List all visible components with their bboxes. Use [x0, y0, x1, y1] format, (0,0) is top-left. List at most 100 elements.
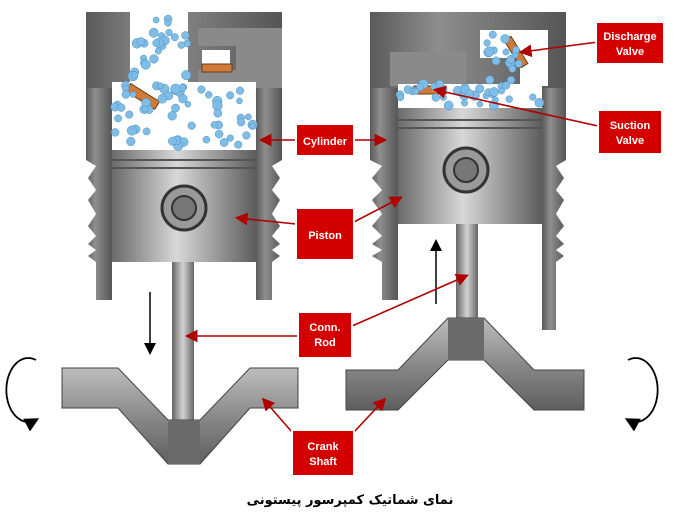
gas-bubble — [505, 95, 513, 103]
gas-bubble — [412, 87, 420, 95]
gas-bubble — [484, 46, 495, 57]
gas-bubble — [152, 16, 160, 24]
gas-bubble — [121, 90, 131, 99]
gas-bubbles — [110, 14, 545, 151]
svg-text:Crank: Crank — [307, 441, 339, 453]
gas-bubble — [181, 31, 190, 40]
left-discharge-valve — [201, 63, 233, 73]
gas-bubble — [508, 64, 517, 73]
gas-bubble — [156, 82, 164, 90]
gas-bubble — [443, 100, 454, 111]
gas-bubble — [475, 84, 485, 94]
gas-bubble — [152, 39, 160, 47]
svg-text:Shaft: Shaft — [309, 456, 337, 468]
gas-bubble — [126, 136, 136, 147]
gas-bubble — [502, 48, 510, 56]
gas-bubble — [178, 94, 188, 104]
svg-text:Valve: Valve — [616, 135, 644, 147]
gas-bubble — [461, 99, 468, 107]
label-suction-valve: Suction Valve — [597, 109, 663, 155]
gas-bubble — [126, 125, 137, 136]
gas-bubble — [234, 140, 243, 149]
gas-bubble — [249, 122, 257, 130]
gas-bubble — [514, 59, 523, 68]
label-conn-rod: Conn. Rod — [297, 311, 353, 359]
gas-bubble — [489, 87, 499, 97]
gas-bubble — [171, 103, 180, 113]
gas-bubble — [244, 113, 252, 121]
gas-bubble — [500, 34, 510, 44]
gas-bubble — [488, 30, 497, 39]
gas-bubble — [202, 135, 211, 144]
gas-bubble — [431, 93, 440, 102]
gas-bubble — [213, 108, 223, 118]
gas-bubble — [181, 70, 192, 81]
gas-bubble — [142, 127, 151, 136]
svg-text:Piston: Piston — [308, 230, 342, 242]
left-compressor — [5, 12, 299, 465]
gas-bubble — [440, 94, 447, 101]
gas-bubble — [435, 79, 444, 89]
gas-bubble — [476, 100, 484, 108]
gas-bubble — [167, 111, 177, 121]
gas-bubble — [125, 110, 134, 119]
gas-bubble — [498, 87, 505, 95]
gas-bubble — [491, 56, 501, 66]
gas-bubble — [485, 75, 495, 85]
gas-bubble — [512, 46, 520, 54]
gas-bubble — [148, 27, 159, 38]
label-crank-shaft: Crank Shaft — [291, 429, 355, 477]
svg-text:Cylinder: Cylinder — [303, 136, 348, 148]
gas-bubble — [397, 94, 404, 102]
left-cylinder-wall — [86, 88, 112, 300]
gas-bubble — [177, 41, 186, 49]
label-piston: Piston — [295, 207, 355, 261]
pointer-lines — [184, 41, 599, 433]
gas-bubble — [129, 91, 137, 98]
gas-bubble — [184, 100, 192, 108]
gas-bubble — [235, 86, 245, 95]
gas-bubble — [149, 54, 159, 64]
gas-bubble — [219, 138, 229, 147]
gas-bubble — [157, 94, 168, 104]
gas-bubble — [168, 136, 177, 146]
gas-bubble — [130, 71, 139, 79]
diagram-caption: نمای شماتیک کمپرسور پیستونی — [246, 493, 454, 508]
right-cylinder-wall — [370, 88, 398, 300]
gas-bubble — [165, 28, 173, 37]
label-cylinder: Cylinder — [295, 123, 355, 157]
gas-bubble — [210, 121, 219, 129]
svg-text:Rod: Rod — [314, 337, 335, 349]
gas-bubble — [136, 37, 146, 47]
gas-bubble — [140, 59, 151, 70]
right-compressor — [345, 12, 659, 432]
gas-bubble — [501, 81, 511, 90]
gas-bubble — [197, 85, 206, 94]
gas-bubble — [114, 114, 122, 123]
gas-bubble — [111, 128, 120, 137]
gas-bubble — [141, 105, 149, 113]
right-connecting-rod — [456, 224, 478, 324]
gas-bubble — [237, 118, 246, 127]
gas-bubble — [164, 19, 172, 27]
gas-bubble — [214, 129, 224, 139]
gas-bubble — [483, 39, 491, 47]
right-rotation-arrow — [624, 357, 659, 432]
gas-bubble — [506, 75, 516, 85]
gas-bubble — [492, 96, 499, 103]
svg-text:Suction: Suction — [610, 120, 651, 132]
gas-bubble — [236, 97, 243, 105]
left-connecting-rod — [172, 262, 194, 420]
gas-bubble — [226, 134, 234, 142]
svg-text:Conn.: Conn. — [309, 322, 340, 334]
gas-bubble — [170, 33, 179, 42]
gas-bubble — [242, 131, 251, 140]
gas-bubble — [205, 91, 213, 99]
gas-bubble — [534, 97, 545, 108]
svg-text:Valve: Valve — [616, 46, 644, 58]
gas-bubble — [170, 83, 181, 94]
gas-bubble — [117, 103, 126, 112]
label-discharge-valve: Discharge Valve — [595, 21, 665, 65]
gas-bubble — [187, 121, 196, 130]
